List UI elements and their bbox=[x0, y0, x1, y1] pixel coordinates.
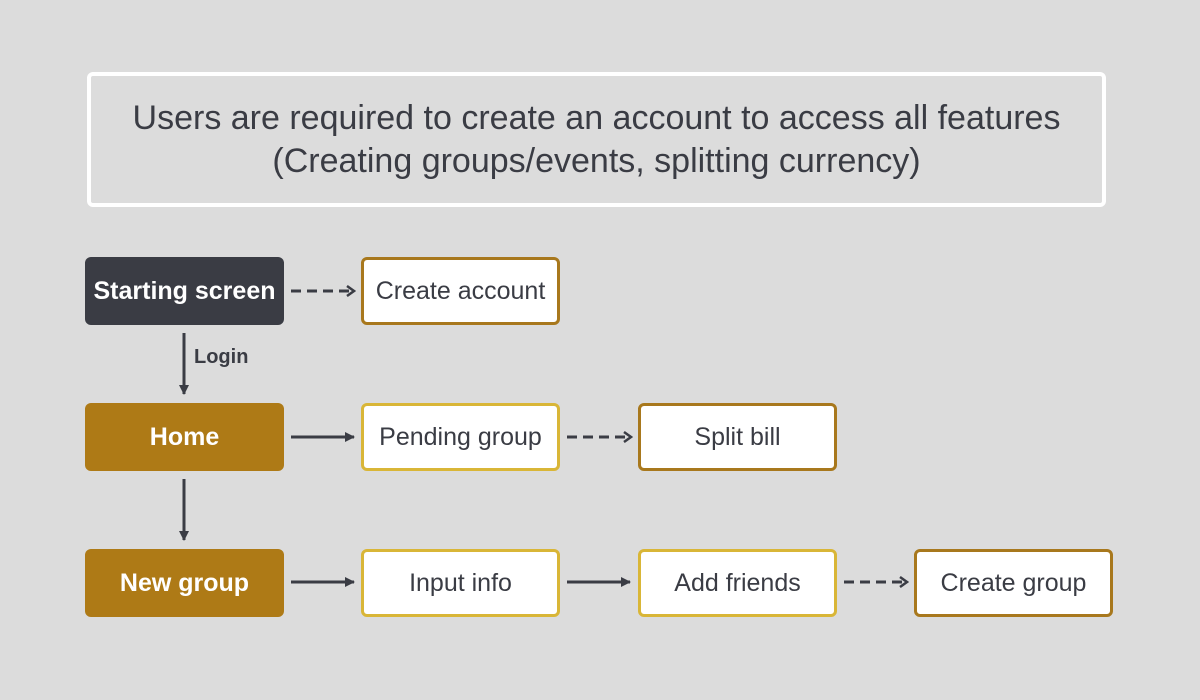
node-split-bill: Split bill bbox=[638, 403, 837, 471]
node-create-account: Create account bbox=[361, 257, 560, 325]
node-add-friends: Add friends bbox=[638, 549, 837, 617]
login-edge-label: Login bbox=[194, 346, 249, 368]
node-pending-group: Pending group bbox=[361, 403, 560, 471]
node-starting-screen: Starting screen bbox=[85, 257, 284, 325]
node-input-info: Input info bbox=[361, 549, 560, 617]
note-line-1: Users are required to create an account … bbox=[132, 98, 1061, 137]
node-home: Home bbox=[85, 403, 284, 471]
requirement-note: Users are required to create an account … bbox=[87, 72, 1106, 207]
note-line-2: (Creating groups/events, splitting curre… bbox=[272, 141, 921, 180]
node-create-group: Create group bbox=[914, 549, 1113, 617]
node-new-group: New group bbox=[85, 549, 284, 617]
